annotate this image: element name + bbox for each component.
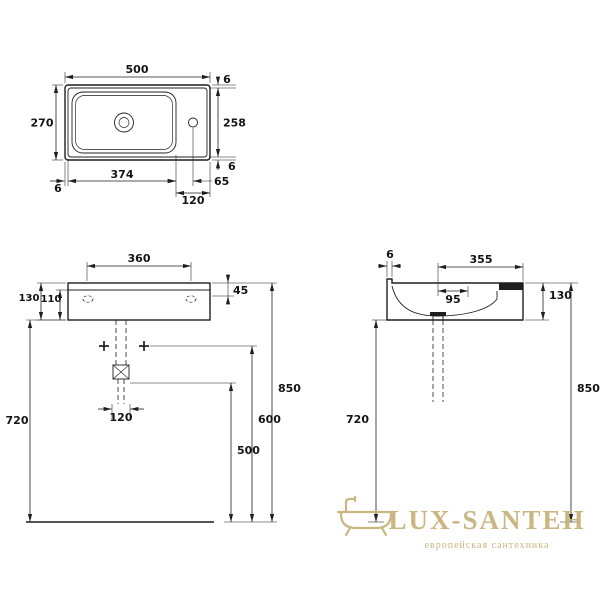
dim-rim-top-label: 6 [223,73,231,86]
dim-6-side-label: 6 [386,248,394,261]
dim-drain-width: 120 [98,404,144,424]
dim-drain-offset: 95 [438,286,469,306]
dim-apron: 45 [212,274,248,305]
dim-rim-height-side: 850 [568,283,600,522]
dim-270-label: 270 [31,117,54,130]
dim-355-label: 355 [470,253,493,266]
dim-130-front-label: 130 [19,293,40,304]
dim-110-label: 110 [41,294,62,305]
tap-deck-section [499,283,523,290]
dim-360-label: 360 [128,252,151,265]
dim-trap-height: 500 [130,382,260,522]
front-view: 360 130 110 45 720 [6,252,301,523]
dim-right-chain: 6 258 6 [209,73,246,173]
dim-fixing-height: 600 [150,345,281,522]
watermark-tagline: европейская сантехника [425,540,550,551]
dim-130-side-label: 130 [549,289,572,302]
dim-rim-height-front: 850 [212,282,301,522]
dim-120-top-label: 120 [182,194,205,207]
dim-bottom-height-side: 720 [346,319,388,522]
dim-rim-bottom-label: 6 [228,160,236,173]
dim-720-side-label: 720 [346,413,369,426]
dim-500-label: 500 [126,63,149,76]
dim-720-front-label: 720 [6,414,29,427]
dim-95-label: 95 [445,293,460,306]
dim-120-drain-label: 120 [110,411,133,424]
dim-374-label: 374 [111,168,134,181]
dim-258-label: 258 [223,117,246,130]
top-view: 500 270 6 258 6 [31,63,246,207]
dim-45-label: 45 [233,284,248,297]
dim-rim-left-label: 6 [54,182,62,195]
tap-hole [188,117,198,128]
dim-600-height-label: 600 [258,413,281,426]
dim-65-label: 65 [214,175,229,188]
drain-section [430,312,446,316]
bathtub-icon [336,495,396,537]
dim-front-lip: 6 [378,248,401,277]
dim-front-top-width: 360 [86,252,192,281]
dim-side-depth: 355 [437,253,524,296]
dim-overall-depth: 270 [31,84,63,161]
dim-front-heights-left: 130 110 [19,282,68,321]
front-view-outline [67,282,211,321]
drain-pipe-front [112,320,130,404]
dim-side-height: 130 [525,282,578,321]
top-view-outline [64,84,211,161]
dim-850-side-label: 850 [577,382,600,395]
side-view: 6 355 95 130 850 720 [346,248,600,523]
dim-front-bottom-height: 720 [6,319,66,522]
drain-pipe-side [432,320,444,402]
watermark-brand: LUX-SANTEH [388,505,585,535]
drain-hole [114,112,134,133]
dim-850-front-label: 850 [278,382,301,395]
watermark: LUX-SANTEH европейская сантехника [336,495,585,551]
dim-overall-width: 500 [64,63,211,83]
fixing-bolts [99,341,149,351]
dim-500-height-label: 500 [237,444,260,457]
dim-bottom-chain: 6 374 65 120 [50,128,229,207]
